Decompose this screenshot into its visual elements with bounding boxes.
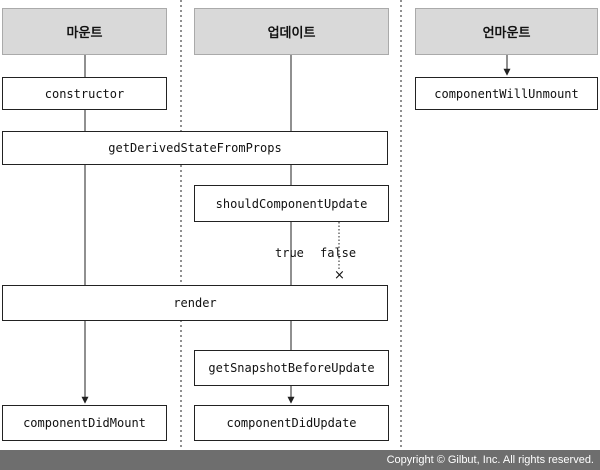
- stop-x-icon: ×: [334, 268, 345, 283]
- method-shouldComponentUpdate: shouldComponentUpdate: [194, 185, 389, 222]
- method-getSnapshotBeforeUpdate: getSnapshotBeforeUpdate: [194, 350, 389, 386]
- copyright-text: Copyright © Gilbut, Inc. All rights rese…: [386, 454, 594, 466]
- header-update: 업데이트: [194, 8, 389, 55]
- header-unmount: 언마운트: [415, 8, 598, 55]
- method-getDerivedStateFromProps: getDerivedStateFromProps: [2, 131, 388, 165]
- method-componentDidUpdate: componentDidUpdate: [194, 405, 389, 441]
- branch-true-label: true: [275, 246, 304, 260]
- method-render: render: [2, 285, 388, 321]
- branch-false-label: false: [320, 246, 357, 260]
- method-componentDidMount: componentDidMount: [2, 405, 167, 441]
- header-mount: 마운트: [2, 8, 167, 55]
- copyright-footer: Copyright © Gilbut, Inc. All rights rese…: [0, 450, 600, 470]
- method-componentWillUnmount: componentWillUnmount: [415, 77, 598, 110]
- method-constructor: constructor: [2, 77, 167, 110]
